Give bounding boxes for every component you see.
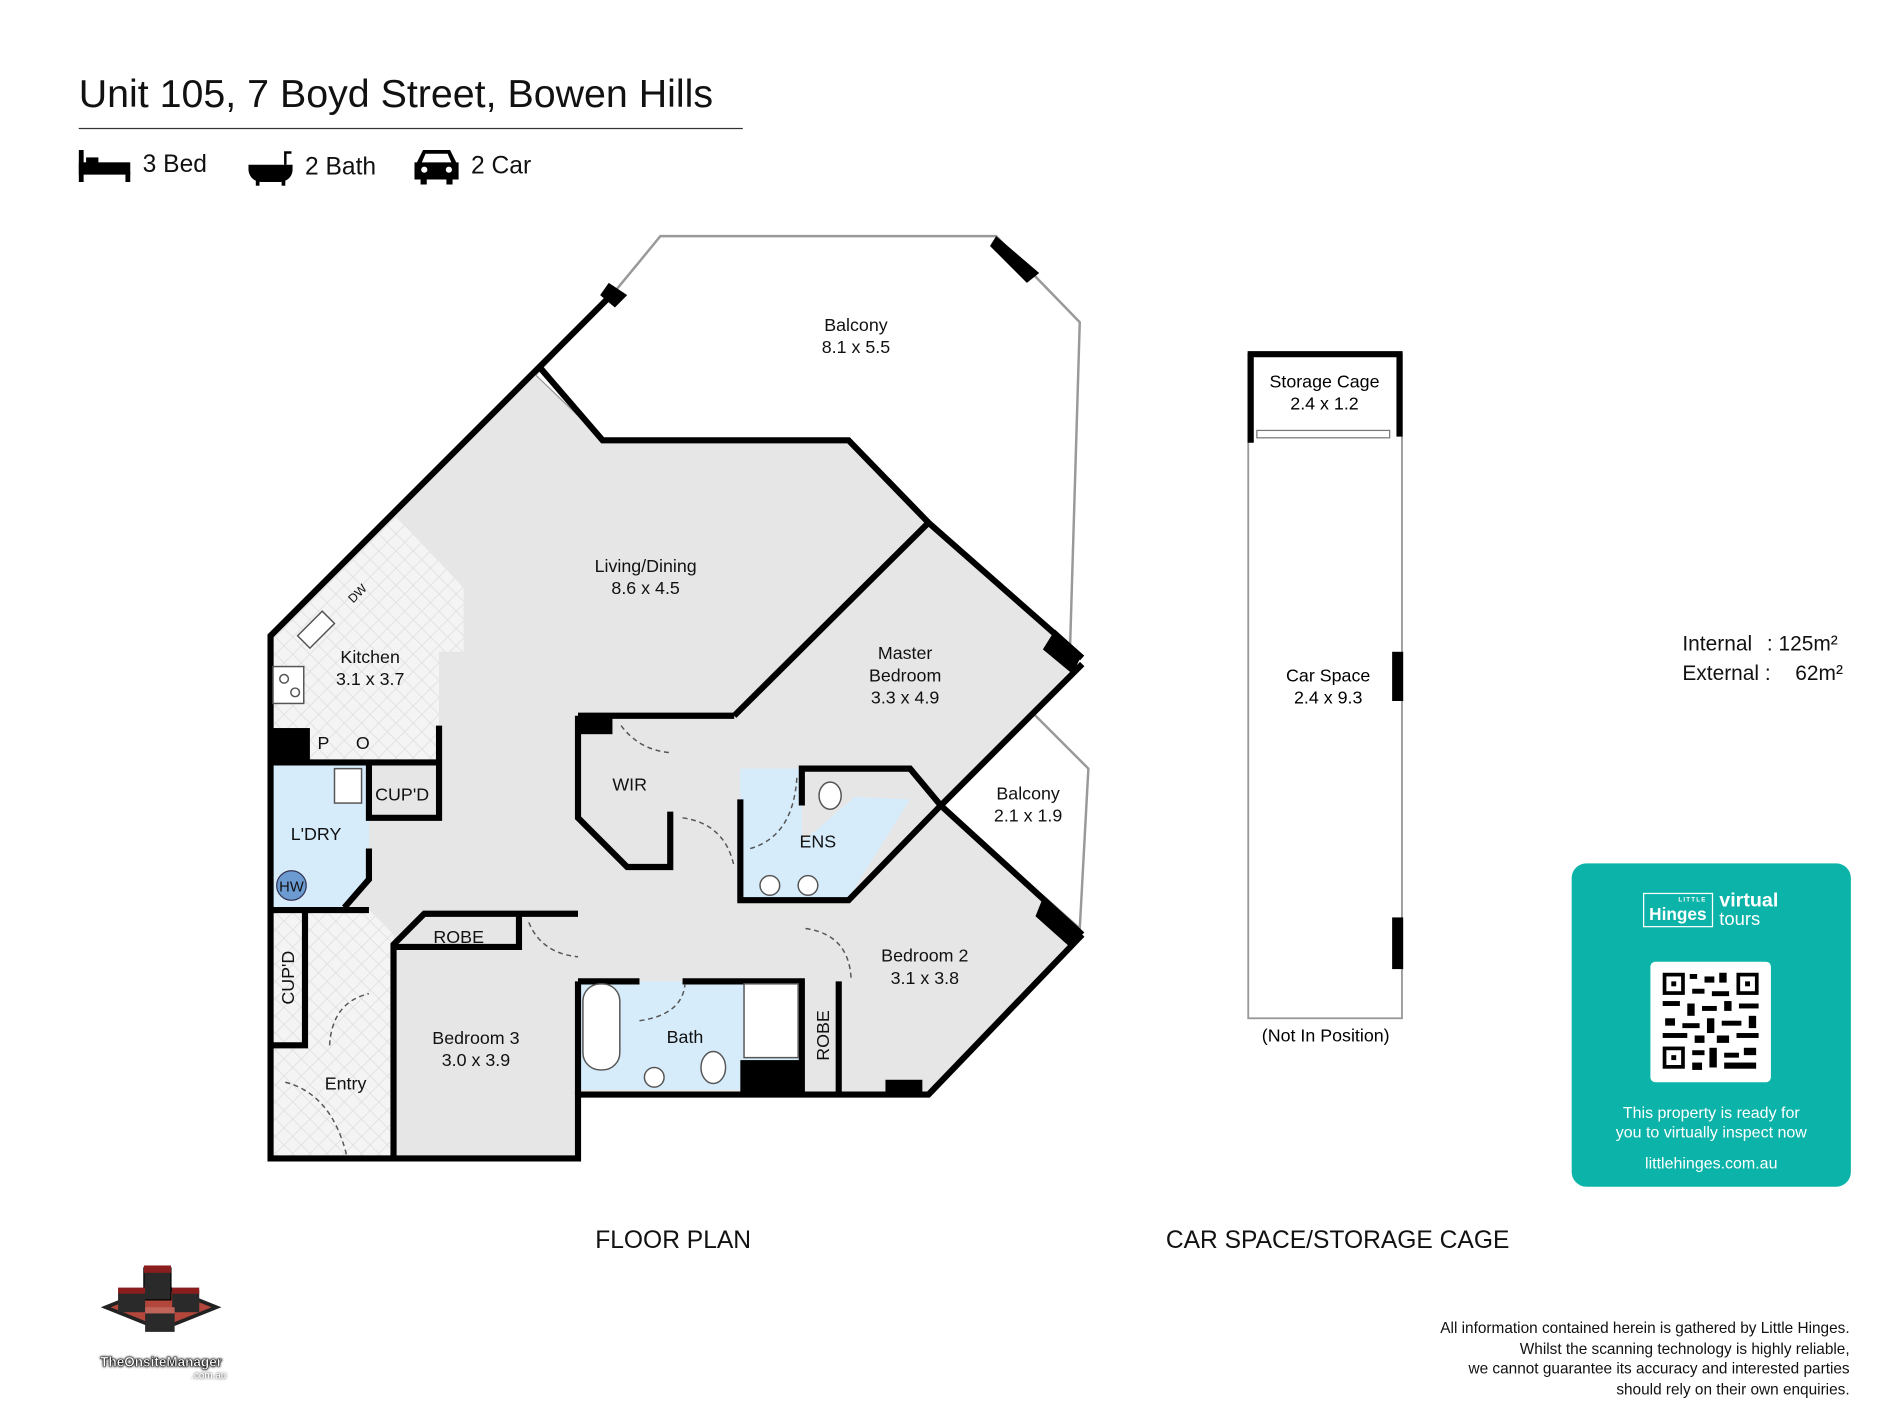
room-name-bedroom2: Bedroom 2 bbox=[881, 946, 968, 966]
external-value: 62m² bbox=[1795, 661, 1843, 685]
disclaimer: All information contained herein is gath… bbox=[1353, 1318, 1850, 1399]
room-dims-master: 3.3 x 4.9 bbox=[871, 687, 939, 707]
label-entry: Entry bbox=[325, 1074, 367, 1094]
kitchen-floor bbox=[273, 516, 464, 763]
ensuite-floor bbox=[740, 768, 911, 898]
room-name-bedroom3: Bedroom 3 bbox=[432, 1028, 519, 1048]
onsite-manager-logo: TheOnsiteManager .com.au bbox=[89, 1261, 234, 1384]
room-dims-kitchen: 3.1 x 3.7 bbox=[336, 669, 404, 689]
room-dims-balcony-main: 8.1 x 5.5 bbox=[822, 337, 890, 357]
tour-line-1: This property is ready for bbox=[1622, 1103, 1800, 1122]
disclaimer-line: Whilst the scanning technology is highly… bbox=[1519, 1339, 1850, 1358]
external-label: External : bbox=[1682, 661, 1771, 685]
feature-car: 2 Car bbox=[414, 148, 531, 185]
label-ensuite: ENS bbox=[799, 831, 836, 851]
feature-bath: 2 Bath bbox=[248, 148, 376, 187]
disclaimer-line: should rely on their own enquiries. bbox=[1616, 1380, 1850, 1398]
bath-icon bbox=[248, 151, 293, 186]
label-cupboard: CUP'D bbox=[375, 785, 429, 805]
little-hinges-logo: LITTLE Hinges bbox=[1643, 892, 1713, 928]
room-name-master-2: Bedroom bbox=[869, 665, 941, 685]
label-bath: Bath bbox=[667, 1027, 704, 1047]
title-divider bbox=[78, 127, 743, 130]
car-space-plan: Storage Cage 2.4 x 1.2 Car Space 2.4 x 9… bbox=[1247, 351, 1404, 1046]
label-robe-bed2: ROBE bbox=[813, 1010, 833, 1061]
room-name-kitchen: Kitchen bbox=[340, 647, 399, 667]
storage-cage-name: Storage Cage bbox=[1269, 371, 1379, 391]
logo-subtext: .com.au bbox=[191, 1369, 227, 1382]
onsite-manager-logo-icon bbox=[100, 1265, 222, 1332]
room-dims-bedroom3: 3.0 x 3.9 bbox=[442, 1050, 510, 1070]
room-name-master-1: Master bbox=[878, 643, 933, 663]
virtual-text: virtual bbox=[1719, 890, 1779, 912]
floor-plan-caption: FLOOR PLAN bbox=[595, 1227, 752, 1255]
label-hot-water: HW bbox=[279, 880, 304, 896]
qr-code[interactable] bbox=[1650, 961, 1771, 1083]
car-icon bbox=[414, 150, 459, 185]
label-o: O bbox=[356, 733, 370, 753]
car-space-name: Car Space bbox=[1286, 665, 1370, 685]
disclaimer-line: All information contained herein is gath… bbox=[1440, 1319, 1850, 1337]
storage-cage-dims: 2.4 x 1.2 bbox=[1290, 394, 1358, 414]
label-pantry: P bbox=[317, 733, 329, 753]
feature-bed: 3 Bed bbox=[78, 148, 207, 183]
bath-count: 2 Bath bbox=[304, 153, 377, 181]
room-dims-living: 8.6 x 4.5 bbox=[611, 578, 679, 598]
room-name-living: Living/Dining bbox=[595, 556, 697, 576]
room-name-balcony-main: Balcony bbox=[824, 315, 888, 335]
area-summary: Internal : 125m² External : 62m² bbox=[1682, 630, 1843, 689]
bed-icon bbox=[78, 150, 131, 183]
hot-water-unit bbox=[276, 870, 307, 901]
disclaimer-line: we cannot guarantee its accuracy and int… bbox=[1468, 1360, 1850, 1378]
car-space-dims: 2.4 x 9.3 bbox=[1294, 687, 1362, 707]
label-wir: WIR bbox=[612, 775, 647, 795]
logo-small-text: LITTLE bbox=[1678, 896, 1707, 904]
tour-line-2: you to virtually inspect now bbox=[1615, 1122, 1807, 1142]
label-cupboard-entry: CUP'D bbox=[278, 951, 298, 1005]
internal-value: : 125m² bbox=[1766, 632, 1838, 656]
logo-text: TheOnsiteManager bbox=[100, 1355, 222, 1370]
bed-count: 3 Bed bbox=[142, 150, 207, 178]
car-space-caption: CAR SPACE/STORAGE CAGE bbox=[1165, 1227, 1510, 1255]
room-dims-balcony-small: 2.1 x 1.9 bbox=[994, 806, 1062, 826]
logo-brand-text: Hinges bbox=[1649, 903, 1707, 924]
car-count: 2 Car bbox=[471, 151, 532, 179]
label-laundry: L'DRY bbox=[291, 824, 342, 844]
tour-url-link[interactable]: littlehinges.com.au bbox=[1645, 1153, 1778, 1172]
page-title: Unit 105, 7 Boyd Street, Bowen Hills bbox=[78, 71, 714, 116]
room-name-balcony-small: Balcony bbox=[996, 783, 1060, 803]
label-robe-bed3: ROBE bbox=[433, 927, 484, 947]
internal-label: Internal bbox=[1682, 632, 1753, 656]
qr-code-icon bbox=[1662, 972, 1759, 1070]
virtual-tour-card[interactable]: LITTLE Hinges virtual tours This propert… bbox=[1571, 863, 1851, 1187]
room-dims-bedroom2: 3.1 x 3.8 bbox=[891, 968, 959, 988]
car-space-note: (Not In Position) bbox=[1262, 1026, 1390, 1046]
tours-text: tours bbox=[1719, 908, 1761, 930]
